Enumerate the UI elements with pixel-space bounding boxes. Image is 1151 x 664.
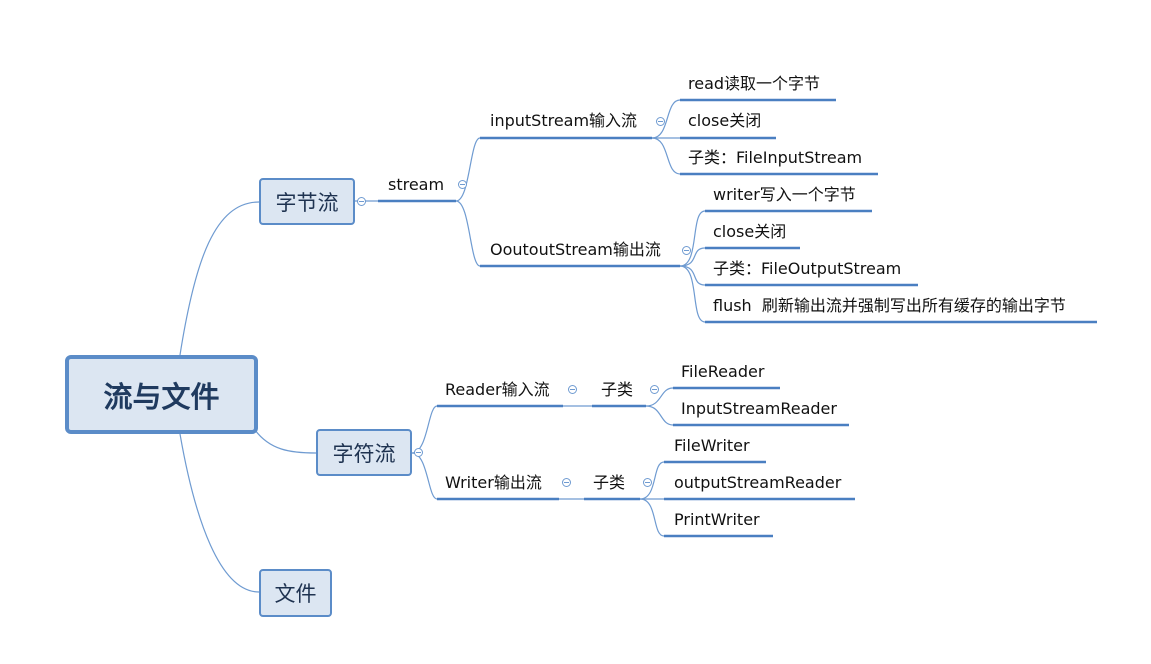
collapse-toggle-icon[interactable] — [414, 448, 423, 457]
topic-stream[interactable]: stream — [388, 175, 445, 194]
leaf-input-subclass[interactable]: 子类：FileInputStream — [688, 148, 863, 167]
collapse-toggle-icon[interactable] — [458, 180, 467, 189]
topic-char-stream-label: 字符流 — [332, 441, 396, 466]
topic-file[interactable]: 文件 — [259, 569, 332, 617]
leaf-output-stream-reader[interactable]: outputStreamReader — [674, 473, 842, 492]
leaf-input-read[interactable]: read读取一个字节 — [688, 74, 821, 93]
topic-file-label: 文件 — [274, 582, 317, 606]
topic-byte-stream[interactable]: 字节流 — [259, 178, 355, 225]
leaf-output-subclass[interactable]: 子类：FileOutputStream — [713, 259, 902, 278]
collapse-toggle-icon[interactable] — [650, 385, 659, 394]
topic-writer-subclass[interactable]: 子类 — [593, 473, 626, 492]
leaf-file-reader[interactable]: FileReader — [681, 362, 765, 381]
root-topic-label: 流与文件 — [103, 379, 220, 414]
collapse-toggle-icon[interactable] — [656, 117, 665, 126]
topic-reader-subclass[interactable]: 子类 — [601, 380, 634, 399]
leaf-print-writer[interactable]: PrintWriter — [674, 510, 760, 529]
collapse-toggle-icon[interactable] — [562, 478, 571, 487]
leaf-output-flush[interactable]: flush 刷新输出流并强制写出所有缓存的输出字节 — [713, 296, 1066, 315]
collapse-toggle-icon[interactable] — [643, 478, 652, 487]
topic-char-stream[interactable]: 字符流 — [316, 429, 412, 476]
topic-reader[interactable]: Reader输入流 — [445, 380, 550, 399]
leaf-file-writer[interactable]: FileWriter — [674, 436, 750, 455]
topic-input-stream[interactable]: inputStream输入流 — [490, 111, 638, 130]
collapse-toggle-icon[interactable] — [568, 385, 577, 394]
leaf-output-write[interactable]: writer写入一个字节 — [713, 185, 856, 204]
topic-output-stream[interactable]: OoutoutStream输出流 — [490, 240, 661, 259]
topic-writer[interactable]: Writer输出流 — [445, 473, 542, 492]
topic-byte-stream-label: 字节流 — [275, 190, 339, 215]
collapse-toggle-icon[interactable] — [357, 197, 366, 206]
leaf-input-stream-reader[interactable]: InputStreamReader — [681, 399, 837, 418]
root-topic[interactable]: 流与文件 — [65, 355, 258, 434]
leaf-input-close[interactable]: close关闭 — [688, 111, 762, 130]
collapse-toggle-icon[interactable] — [682, 246, 691, 255]
leaf-output-close[interactable]: close关闭 — [713, 222, 787, 241]
